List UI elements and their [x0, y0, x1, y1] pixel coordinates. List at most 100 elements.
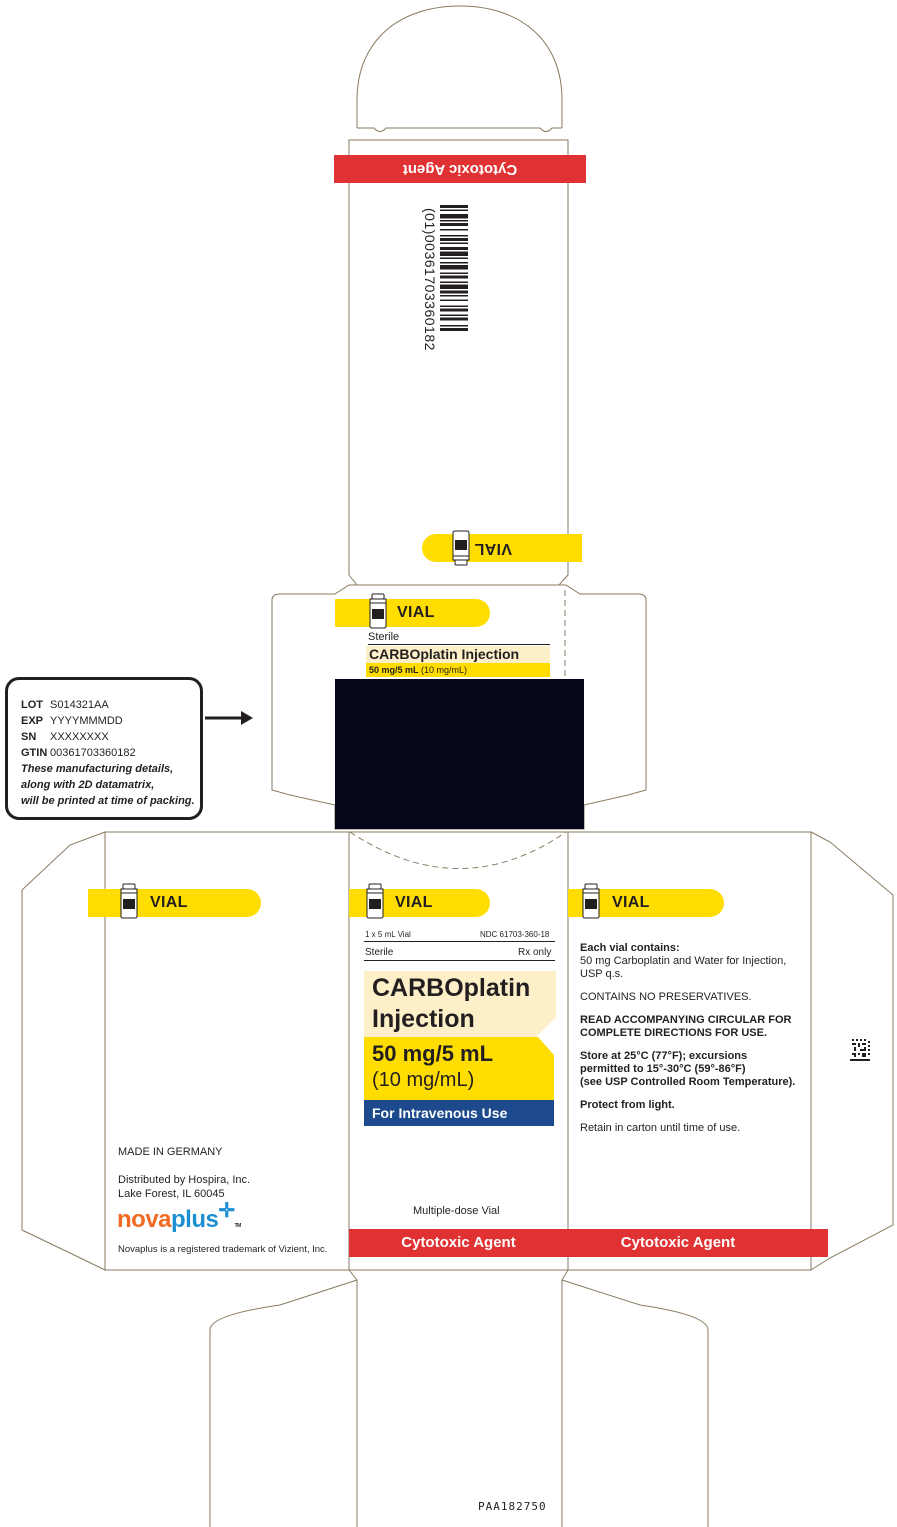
barcode-number: (01)00361703360182	[422, 208, 438, 351]
exp-row: EXP YYYYMMMDD	[21, 713, 200, 729]
barcode-bars	[440, 205, 468, 331]
read-circular-2: COMPLETE DIRECTIONS FOR USE.	[580, 1027, 768, 1039]
barcode-bar	[440, 205, 468, 208]
right-panel-text: Each vial contains: 50 mg Carboplatin an…	[580, 942, 810, 1135]
vial-label: VIAL	[474, 540, 512, 557]
vial-banner-left: VIAL	[88, 883, 261, 919]
product-code: PAA182750	[478, 1500, 547, 1513]
sn-label: SN	[21, 731, 37, 743]
contains-body-2: USP q.s.	[580, 968, 624, 980]
protect-light: Protect from light.	[580, 1099, 675, 1111]
vial-icon	[120, 883, 138, 919]
vial-label: VIAL	[397, 604, 435, 621]
vial-icon	[452, 530, 470, 566]
made-in: MADE IN GERMANY	[118, 1146, 223, 1158]
barcode-bar	[440, 317, 468, 321]
glue-flap	[21, 831, 106, 1271]
barcode-bar	[440, 223, 468, 226]
barcode-bar	[440, 242, 468, 244]
barcode-bar	[440, 325, 468, 327]
callout-note-3: will be printed at time of packing.	[21, 795, 195, 807]
cytotoxic-label: Cytotoxic Agent	[401, 1234, 516, 1251]
vial-label: VIAL	[150, 894, 188, 911]
cytotoxic-banner-front: Cytotoxic Agent	[349, 1229, 568, 1257]
flap-rule	[368, 644, 550, 645]
flap-product-name: CARBOplatin Injection	[369, 646, 520, 662]
flap-concentration: (10 mg/mL)	[421, 665, 468, 675]
cytotoxic-banner-top: Cytotoxic Agent	[334, 155, 586, 183]
barcode-bar	[440, 314, 468, 316]
route-text: For Intravenous Use	[372, 1105, 508, 1121]
flap-name-box	[366, 646, 550, 663]
barcode-bar	[440, 220, 468, 222]
gtin-label: GTIN	[21, 747, 48, 759]
barcode-bar	[440, 328, 468, 331]
exp-value: YYYYMMMDD	[50, 715, 123, 727]
barcode-bar	[440, 265, 468, 270]
novaplus-cross-icon: ✛	[218, 1200, 235, 1222]
callout-note-1: These manufacturing details,	[21, 763, 174, 775]
vial-icon	[366, 883, 384, 919]
lot-label: LOT	[21, 699, 43, 711]
vial-banner-flap: VIAL	[335, 593, 490, 629]
top-dust-flap	[271, 584, 647, 830]
trademark-note: Novaplus is a registered trademark of Vi…	[118, 1244, 328, 1255]
distributor-2: Lake Forest, IL 60045	[118, 1188, 225, 1200]
vial-icon	[582, 883, 600, 919]
cytotoxic-label: Cytotoxic Agent	[402, 161, 518, 178]
barcode-bar	[440, 247, 468, 250]
barcode-bar	[440, 281, 468, 283]
callout-note-2: along with 2D datamatrix,	[21, 779, 155, 791]
vial-banner-top-rotated: VIAL	[422, 530, 582, 566]
multidose: Multiple-dose Vial	[413, 1205, 500, 1217]
retain-carton: Retain in carton until time of use.	[580, 1122, 741, 1134]
barcode-bar	[440, 251, 468, 256]
barcode-bar	[440, 257, 468, 259]
barcode-bar	[440, 308, 468, 312]
novaplus-tm: TM	[234, 1223, 242, 1229]
front-sterile: Sterile	[365, 947, 394, 958]
product-name-line2: Injection	[372, 1005, 475, 1033]
vial-icon	[369, 593, 387, 629]
lot-value: S014321AA	[50, 699, 109, 711]
novaplus-logo: novaplus✛TM	[117, 1200, 242, 1234]
flap-sterile: Sterile	[368, 631, 400, 643]
fold-arc	[349, 831, 567, 869]
barcode-bar	[440, 299, 468, 301]
barcode-bar	[440, 214, 468, 219]
concentration: (10 mg/mL)	[372, 1069, 475, 1091]
barcode-bar	[440, 284, 468, 289]
contains-body-1: 50 mg Carboplatin and Water for Injectio…	[580, 955, 787, 967]
strength-box	[364, 1037, 554, 1100]
storage-3: (see USP Controlled Room Temperature).	[580, 1076, 796, 1088]
route-banner: For Intravenous Use	[364, 1100, 554, 1126]
storage-1: Store at 25°C (77°F); excursions	[580, 1050, 748, 1062]
bottom-panel	[348, 1269, 569, 1527]
front-rule-1	[364, 941, 555, 942]
novaplus-wordmark: novaplus	[117, 1206, 219, 1233]
sn-row: SN XXXXXXXX	[21, 729, 200, 745]
contains-heading: Each vial contains:	[580, 942, 680, 954]
storage-2: permitted to 15°-30°C (59°-86°F)	[580, 1063, 746, 1075]
gtin-value: 00361703360182	[50, 747, 136, 759]
flap-strength: 50 mg/5 mL (10 mg/mL)	[369, 665, 467, 675]
barcode	[440, 205, 468, 380]
flap-strength-value: 50 mg/5 mL	[369, 665, 419, 675]
barcode-bar	[440, 262, 468, 264]
barcode-bar	[440, 209, 468, 211]
barcode-bar	[440, 305, 468, 307]
barcode-bar	[440, 235, 468, 237]
callout-arrow	[205, 711, 253, 725]
no-preservatives: CONTAINS NO PRESERVATIVES.	[580, 991, 752, 1003]
barcode-bar	[440, 272, 468, 274]
cytotoxic-banner-right: Cytotoxic Agent	[568, 1229, 828, 1257]
exp-label: EXP	[21, 715, 44, 727]
product-name-line1: CARBOplatin	[372, 974, 531, 1002]
cytotoxic-label: Cytotoxic Agent	[620, 1234, 736, 1251]
sn-value: XXXXXXXX	[50, 731, 109, 743]
flap-strength-box	[366, 663, 550, 677]
barcode-bar	[440, 295, 468, 297]
vial-label: VIAL	[395, 894, 433, 911]
